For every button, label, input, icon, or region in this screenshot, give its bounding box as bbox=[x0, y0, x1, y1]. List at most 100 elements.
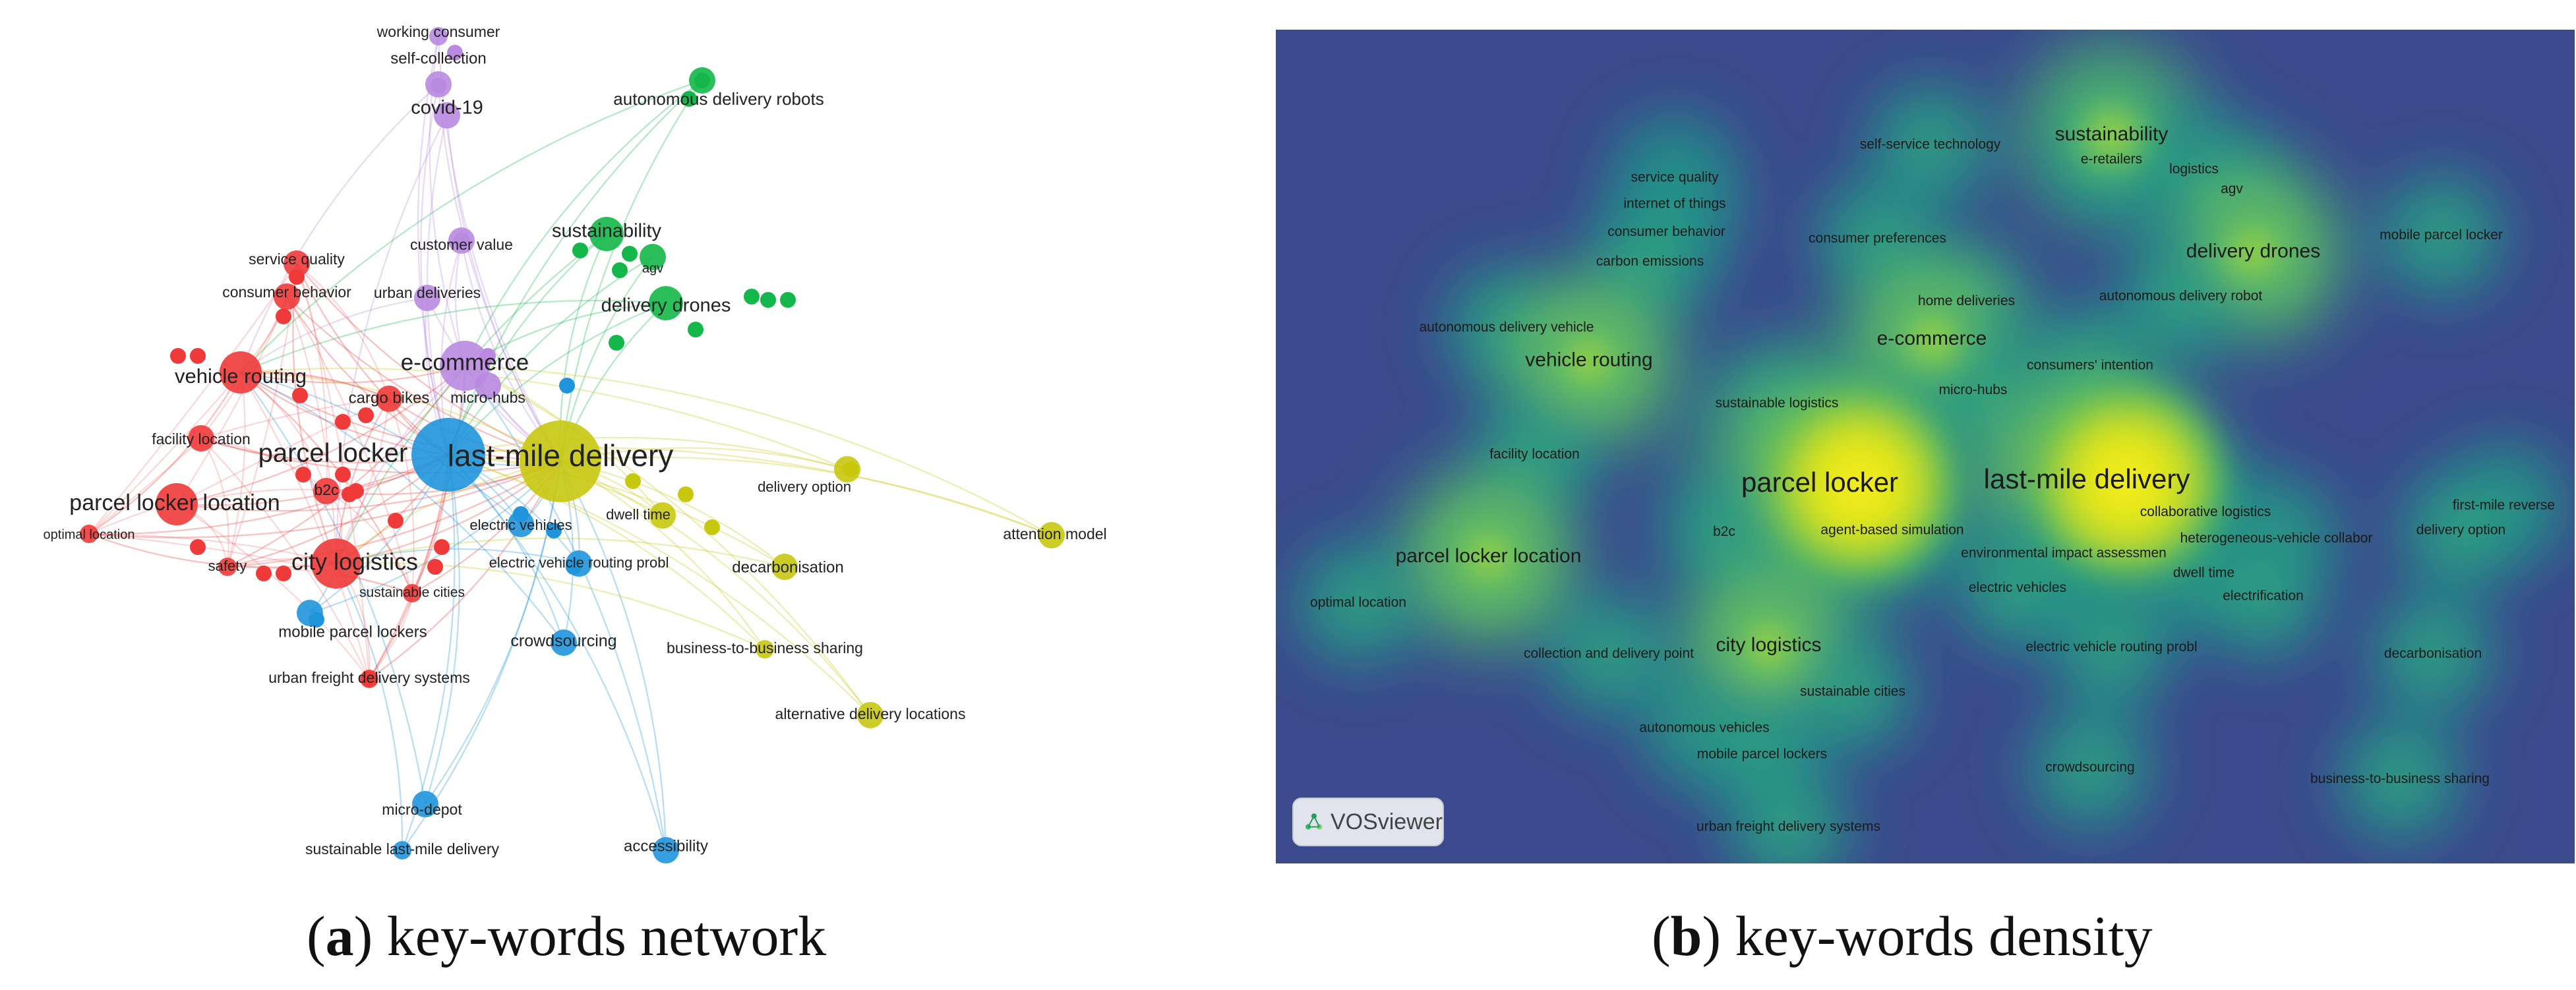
network-node-minor bbox=[622, 246, 638, 262]
network-node-minor bbox=[190, 348, 206, 364]
network-edge bbox=[401, 454, 456, 851]
network-node-parcel-locker-location[interactable] bbox=[156, 483, 198, 525]
density-label-delivery-drones: delivery drones bbox=[2186, 240, 2320, 262]
network-label-service-quality: service quality bbox=[249, 250, 345, 268]
network-label-alternative-delivery-locations: alternative delivery locations bbox=[775, 705, 966, 722]
network-label-attention-model: attention model bbox=[1003, 525, 1106, 542]
vosviewer-badge[interactable]: VOSviewer bbox=[1292, 798, 1444, 846]
network-edge bbox=[240, 372, 427, 805]
density-label-delivery-option: delivery option bbox=[2416, 523, 2505, 538]
network-node-last-mile-delivery[interactable] bbox=[520, 421, 601, 502]
network-label-self-collection: self-collection bbox=[390, 49, 486, 67]
network-edge bbox=[560, 456, 1052, 537]
network-label-dwell-time: dwell time bbox=[606, 506, 671, 523]
network-edge bbox=[200, 438, 327, 492]
network-node-customer-value[interactable] bbox=[448, 227, 475, 254]
network-edge bbox=[296, 263, 370, 680]
network-node-sustainable-last-mile-delivery[interactable] bbox=[393, 841, 411, 859]
density-label-mobile-parcel-locker: mobile parcel locker bbox=[2380, 227, 2503, 243]
network-node-minor bbox=[358, 407, 374, 423]
density-peak-minor bbox=[2190, 189, 2316, 315]
density-peak bbox=[1747, 372, 1971, 597]
network-node-crowdsourcing[interactable] bbox=[551, 629, 577, 656]
network-node-city-logistics[interactable] bbox=[311, 539, 361, 589]
network-node-service-quality[interactable] bbox=[284, 250, 310, 277]
density-label-autonomous-delivery-robot: autonomous delivery robot bbox=[2099, 289, 2263, 304]
network-label-parcel-locker: parcel locker bbox=[258, 439, 408, 468]
network-node-alternative-delivery-locations[interactable] bbox=[857, 702, 884, 728]
network-node-b2c[interactable] bbox=[313, 478, 340, 504]
network-node-delivery-option[interactable] bbox=[834, 456, 860, 482]
network-edge bbox=[560, 461, 667, 851]
network-label-delivery-drones: delivery drones bbox=[601, 295, 731, 316]
network-label-accessibility: accessibility bbox=[624, 837, 708, 855]
vosviewer-label: VOSviewer bbox=[1330, 809, 1443, 834]
density-label-electric-vehicle-routing-probl: electric vehicle routing probl bbox=[2025, 639, 2197, 655]
network-node-accessibility[interactable] bbox=[653, 837, 679, 863]
network-edge bbox=[200, 438, 229, 568]
network-node-autonomous-delivery-robots[interactable] bbox=[689, 67, 715, 94]
density-blob bbox=[1279, 524, 1437, 682]
network-node-working-consumer[interactable] bbox=[429, 27, 448, 45]
network-edge bbox=[88, 533, 413, 594]
network-label-mobile-parcel-lockers: mobile parcel lockers bbox=[278, 623, 427, 641]
density-label-e-retailers: e-retailers bbox=[2081, 152, 2142, 167]
density-peak-minor bbox=[1706, 583, 1832, 709]
network-label-city-logistics: city logistics bbox=[291, 548, 418, 575]
network-node-electric-vehicles[interactable] bbox=[508, 511, 534, 537]
network-node-mobile-parcel-lockers[interactable] bbox=[297, 600, 323, 626]
network-node-minor bbox=[447, 45, 463, 61]
network-node-safety[interactable] bbox=[218, 558, 237, 576]
network-edge bbox=[239, 84, 439, 373]
network-edge bbox=[446, 115, 561, 462]
network-node-business-to-business-sharing[interactable] bbox=[756, 640, 774, 658]
network-edge bbox=[227, 365, 465, 568]
density-label-vehicle-routing: vehicle routing bbox=[1525, 349, 1652, 370]
network-node-self-collection[interactable] bbox=[425, 71, 452, 98]
network-edge bbox=[176, 460, 561, 512]
network-edge bbox=[448, 436, 848, 471]
network-node-parcel-locker[interactable] bbox=[411, 418, 485, 492]
density-peaks bbox=[1425, 73, 2316, 709]
network-label-sustainable-cities: sustainable cities bbox=[359, 585, 465, 600]
density-label-business-to-business-sharing: business-to-business sharing bbox=[2310, 771, 2490, 786]
network-node-delivery-drones[interactable] bbox=[649, 286, 683, 320]
density-label-autonomous-delivery-vehicle: autonomous delivery vehicle bbox=[1420, 320, 1594, 335]
density-label-consumer-preferences: consumer preferences bbox=[1809, 231, 1946, 246]
network-labels: working consumerself-collectioncovid-19c… bbox=[44, 23, 1107, 858]
network-node-sustainability[interactable] bbox=[589, 217, 624, 251]
network-node-micro-hubs[interactable] bbox=[475, 372, 501, 399]
network-node-minor bbox=[704, 519, 720, 535]
network-node-minor bbox=[559, 378, 575, 393]
network-label-safety: safety bbox=[208, 558, 247, 574]
network-node-covid-19[interactable] bbox=[434, 102, 460, 129]
network-node-electric-vehicle-routing-probl[interactable] bbox=[566, 550, 592, 577]
network-label-e-commerce: e-commerce bbox=[401, 349, 529, 375]
network-node-optimal-location[interactable] bbox=[80, 525, 98, 543]
network-node-minor bbox=[678, 486, 694, 502]
network-node-sustainable-cities[interactable] bbox=[403, 584, 421, 602]
network-node-cargo-bikes[interactable] bbox=[376, 386, 402, 412]
network-node-decarbonisation[interactable] bbox=[771, 554, 798, 580]
network-node-minor bbox=[609, 335, 624, 351]
network-edge bbox=[240, 371, 561, 462]
network-edge bbox=[448, 453, 871, 716]
network-node-minor bbox=[612, 262, 628, 278]
network-label-optimal-location: optimal location bbox=[44, 527, 135, 542]
network-node-agv[interactable] bbox=[640, 244, 666, 270]
network-node-micro-depot[interactable] bbox=[412, 791, 438, 817]
network-node-dwell-time[interactable] bbox=[649, 502, 676, 529]
network-node-facility-location[interactable] bbox=[188, 425, 214, 451]
network-node-consumer-behavior[interactable] bbox=[274, 283, 300, 310]
network-node-vehicle-routing[interactable] bbox=[220, 351, 262, 393]
network-node-minor bbox=[434, 539, 450, 555]
density-blob bbox=[2321, 700, 2479, 859]
network-label-facility-location: facility location bbox=[152, 430, 251, 448]
network-node-urban-deliveries[interactable] bbox=[414, 285, 440, 311]
network-node-attention-model[interactable] bbox=[1038, 522, 1065, 548]
network-node-minor bbox=[760, 292, 776, 308]
network-edge bbox=[176, 296, 287, 505]
network-node-urban-freight-delivery-systems[interactable] bbox=[360, 670, 378, 688]
density-label-logistics: logistics bbox=[2169, 161, 2219, 177]
network-node-minor bbox=[295, 467, 311, 482]
